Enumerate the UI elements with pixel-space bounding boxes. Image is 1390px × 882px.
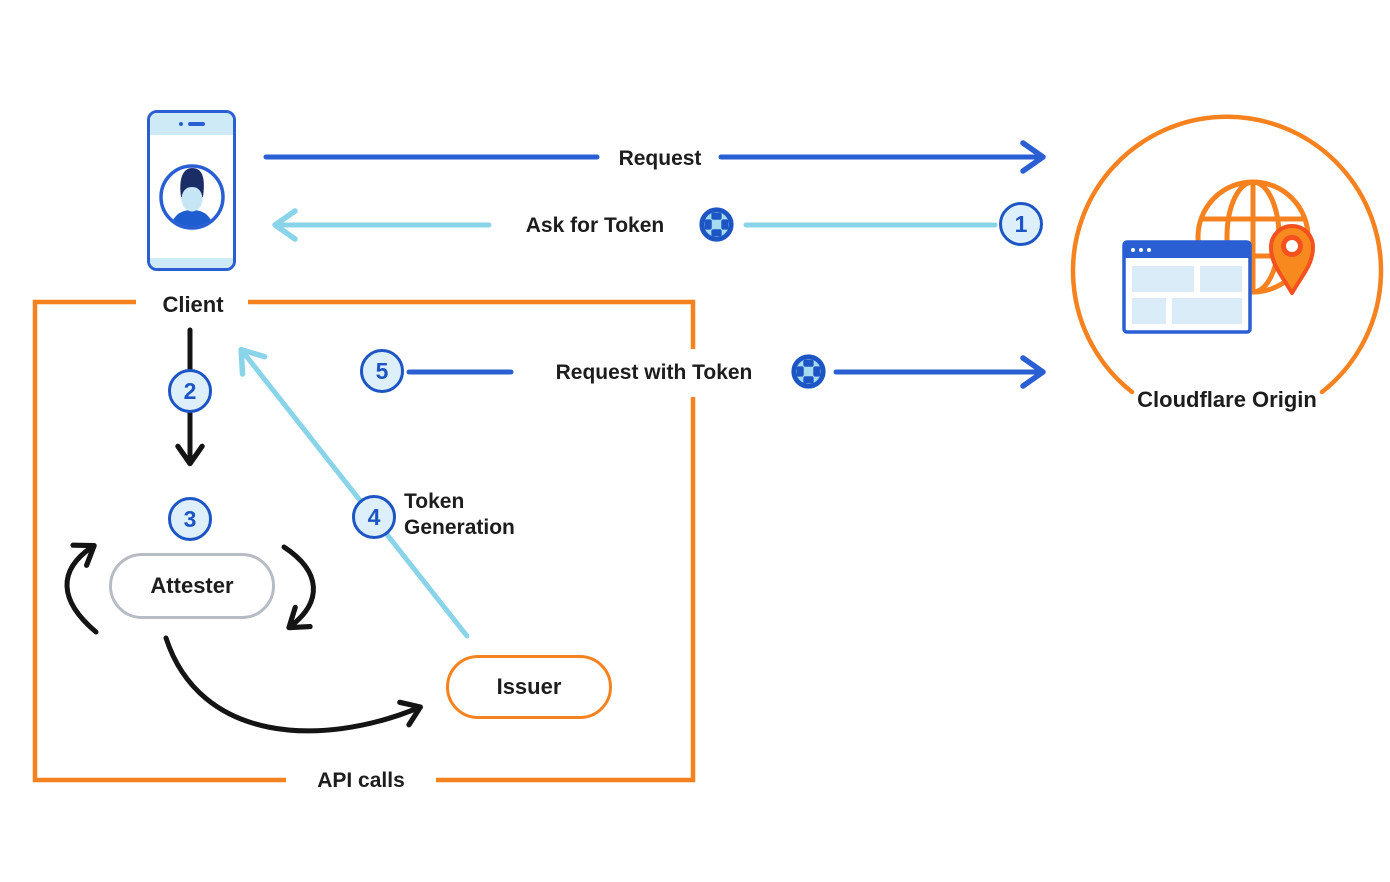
token-generation-arrow	[238, 346, 470, 639]
api-box-border	[32, 299, 696, 783]
attester-node: Attester	[109, 553, 275, 619]
request-label: Request	[618, 147, 702, 170]
step-number: 3	[183, 505, 197, 532]
token-generation-label: Token Generation	[404, 490, 515, 540]
phone-screen	[150, 135, 233, 258]
token-icon	[699, 207, 734, 242]
phone-icon	[147, 110, 236, 271]
phone-bottom-bezel	[150, 258, 233, 268]
attester-to-issuer-arrow	[163, 635, 424, 734]
cloudflare-origin-label: Cloudflare Origin	[1137, 387, 1317, 412]
token-icon	[791, 354, 826, 389]
ask-for-token-label: Ask for Token	[525, 214, 665, 237]
globe-icon	[1195, 179, 1311, 295]
step-number: 1	[1014, 210, 1028, 237]
origin-circle	[1070, 114, 1384, 395]
step-number: 2	[183, 377, 197, 404]
step-number: 5	[375, 357, 389, 384]
attester-cycle-left-arrow	[64, 542, 99, 635]
phone-speaker-bar	[187, 122, 205, 126]
phone-camera-dot	[178, 122, 183, 126]
step-badge-5: 5	[360, 349, 404, 393]
user-avatar-icon	[158, 163, 225, 230]
step-badge-1: 1	[999, 202, 1043, 246]
location-pin-icon	[1269, 224, 1315, 295]
attester-label: Attester	[150, 573, 234, 598]
step-number: 4	[367, 503, 381, 530]
step-badge-2: 2	[168, 369, 212, 413]
browser-window-icon	[1122, 240, 1252, 334]
api-calls-label: API calls	[317, 769, 405, 792]
client-label: Client	[162, 292, 224, 317]
phone-top-bezel	[150, 113, 233, 135]
issuer-label: Issuer	[496, 674, 562, 699]
attester-cycle-right-arrow	[281, 544, 316, 631]
issuer-node: Issuer	[446, 655, 612, 719]
step-badge-3: 3	[168, 497, 212, 541]
request-with-token-label: Request with Token	[555, 361, 753, 384]
step-badge-4: 4	[352, 495, 396, 539]
